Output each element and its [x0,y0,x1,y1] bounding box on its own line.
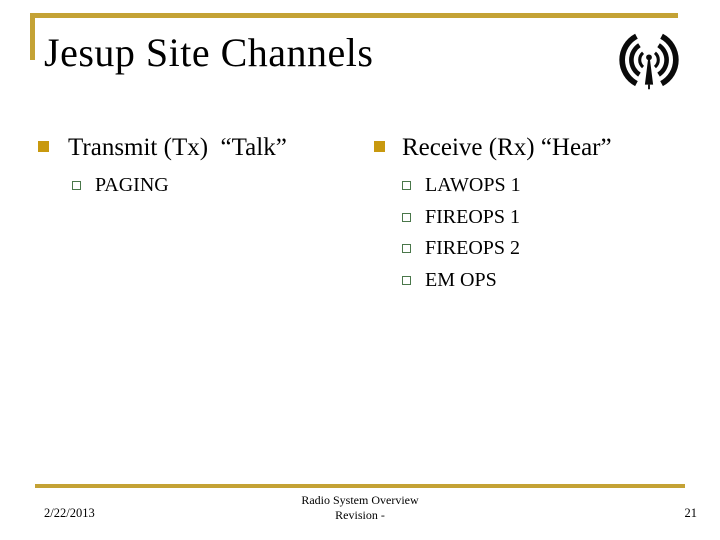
transmit-heading: Transmit (Tx) “Talk” [68,134,287,161]
channel-label: PAGING [95,174,169,196]
transmit-heading-row: Transmit (Tx) “Talk” [38,132,368,164]
hollow-square-bullet-icon [402,244,411,253]
footer-title: Radio System Overview [301,493,419,507]
hollow-square-bullet-icon [72,181,81,190]
receive-heading-row: Receive (Rx) “Hear” [374,132,704,164]
bullet-square-icon [374,141,385,152]
antenna-icon [614,29,684,97]
list-item: FIREOPS 2 [402,233,704,265]
list-item: LAWOPS 1 [402,170,704,202]
column-receive: Receive (Rx) “Hear” LAWOPS 1 FIREOPS 1 F… [374,132,704,296]
hollow-square-bullet-icon [402,181,411,190]
footer-revision: Revision - [335,507,385,522]
column-transmit: Transmit (Tx) “Talk” PAGING [38,132,368,202]
channel-label: FIREOPS 1 [425,205,521,228]
receive-heading: Receive (Rx) “Hear” [402,134,612,161]
title-accent-bar [30,13,35,60]
bullet-square-icon [38,141,49,152]
top-rule [30,13,678,18]
footer-center: Radio System Overview Revision - [230,493,490,522]
page-number: 21 [684,506,698,520]
list-item: FIREOPS 1 [402,202,704,234]
footer-date: 2/22/2013 [44,506,95,520]
list-item: PAGING [72,170,368,202]
hollow-square-bullet-icon [402,275,411,285]
footer-rule [35,484,685,488]
list-item: EM OPS [402,265,704,297]
receive-channel-list: LAWOPS 1 FIREOPS 1 FIREOPS 2 EM OPS [374,170,704,296]
channel-label: EM OPS [425,268,497,291]
hollow-square-bullet-icon [402,212,411,222]
channel-label: LAWOPS 1 [425,174,521,196]
transmit-channel-list: PAGING [38,170,368,202]
page-title: Jesup Site Channels [44,30,374,75]
channel-label: FIREOPS 2 [425,237,521,259]
